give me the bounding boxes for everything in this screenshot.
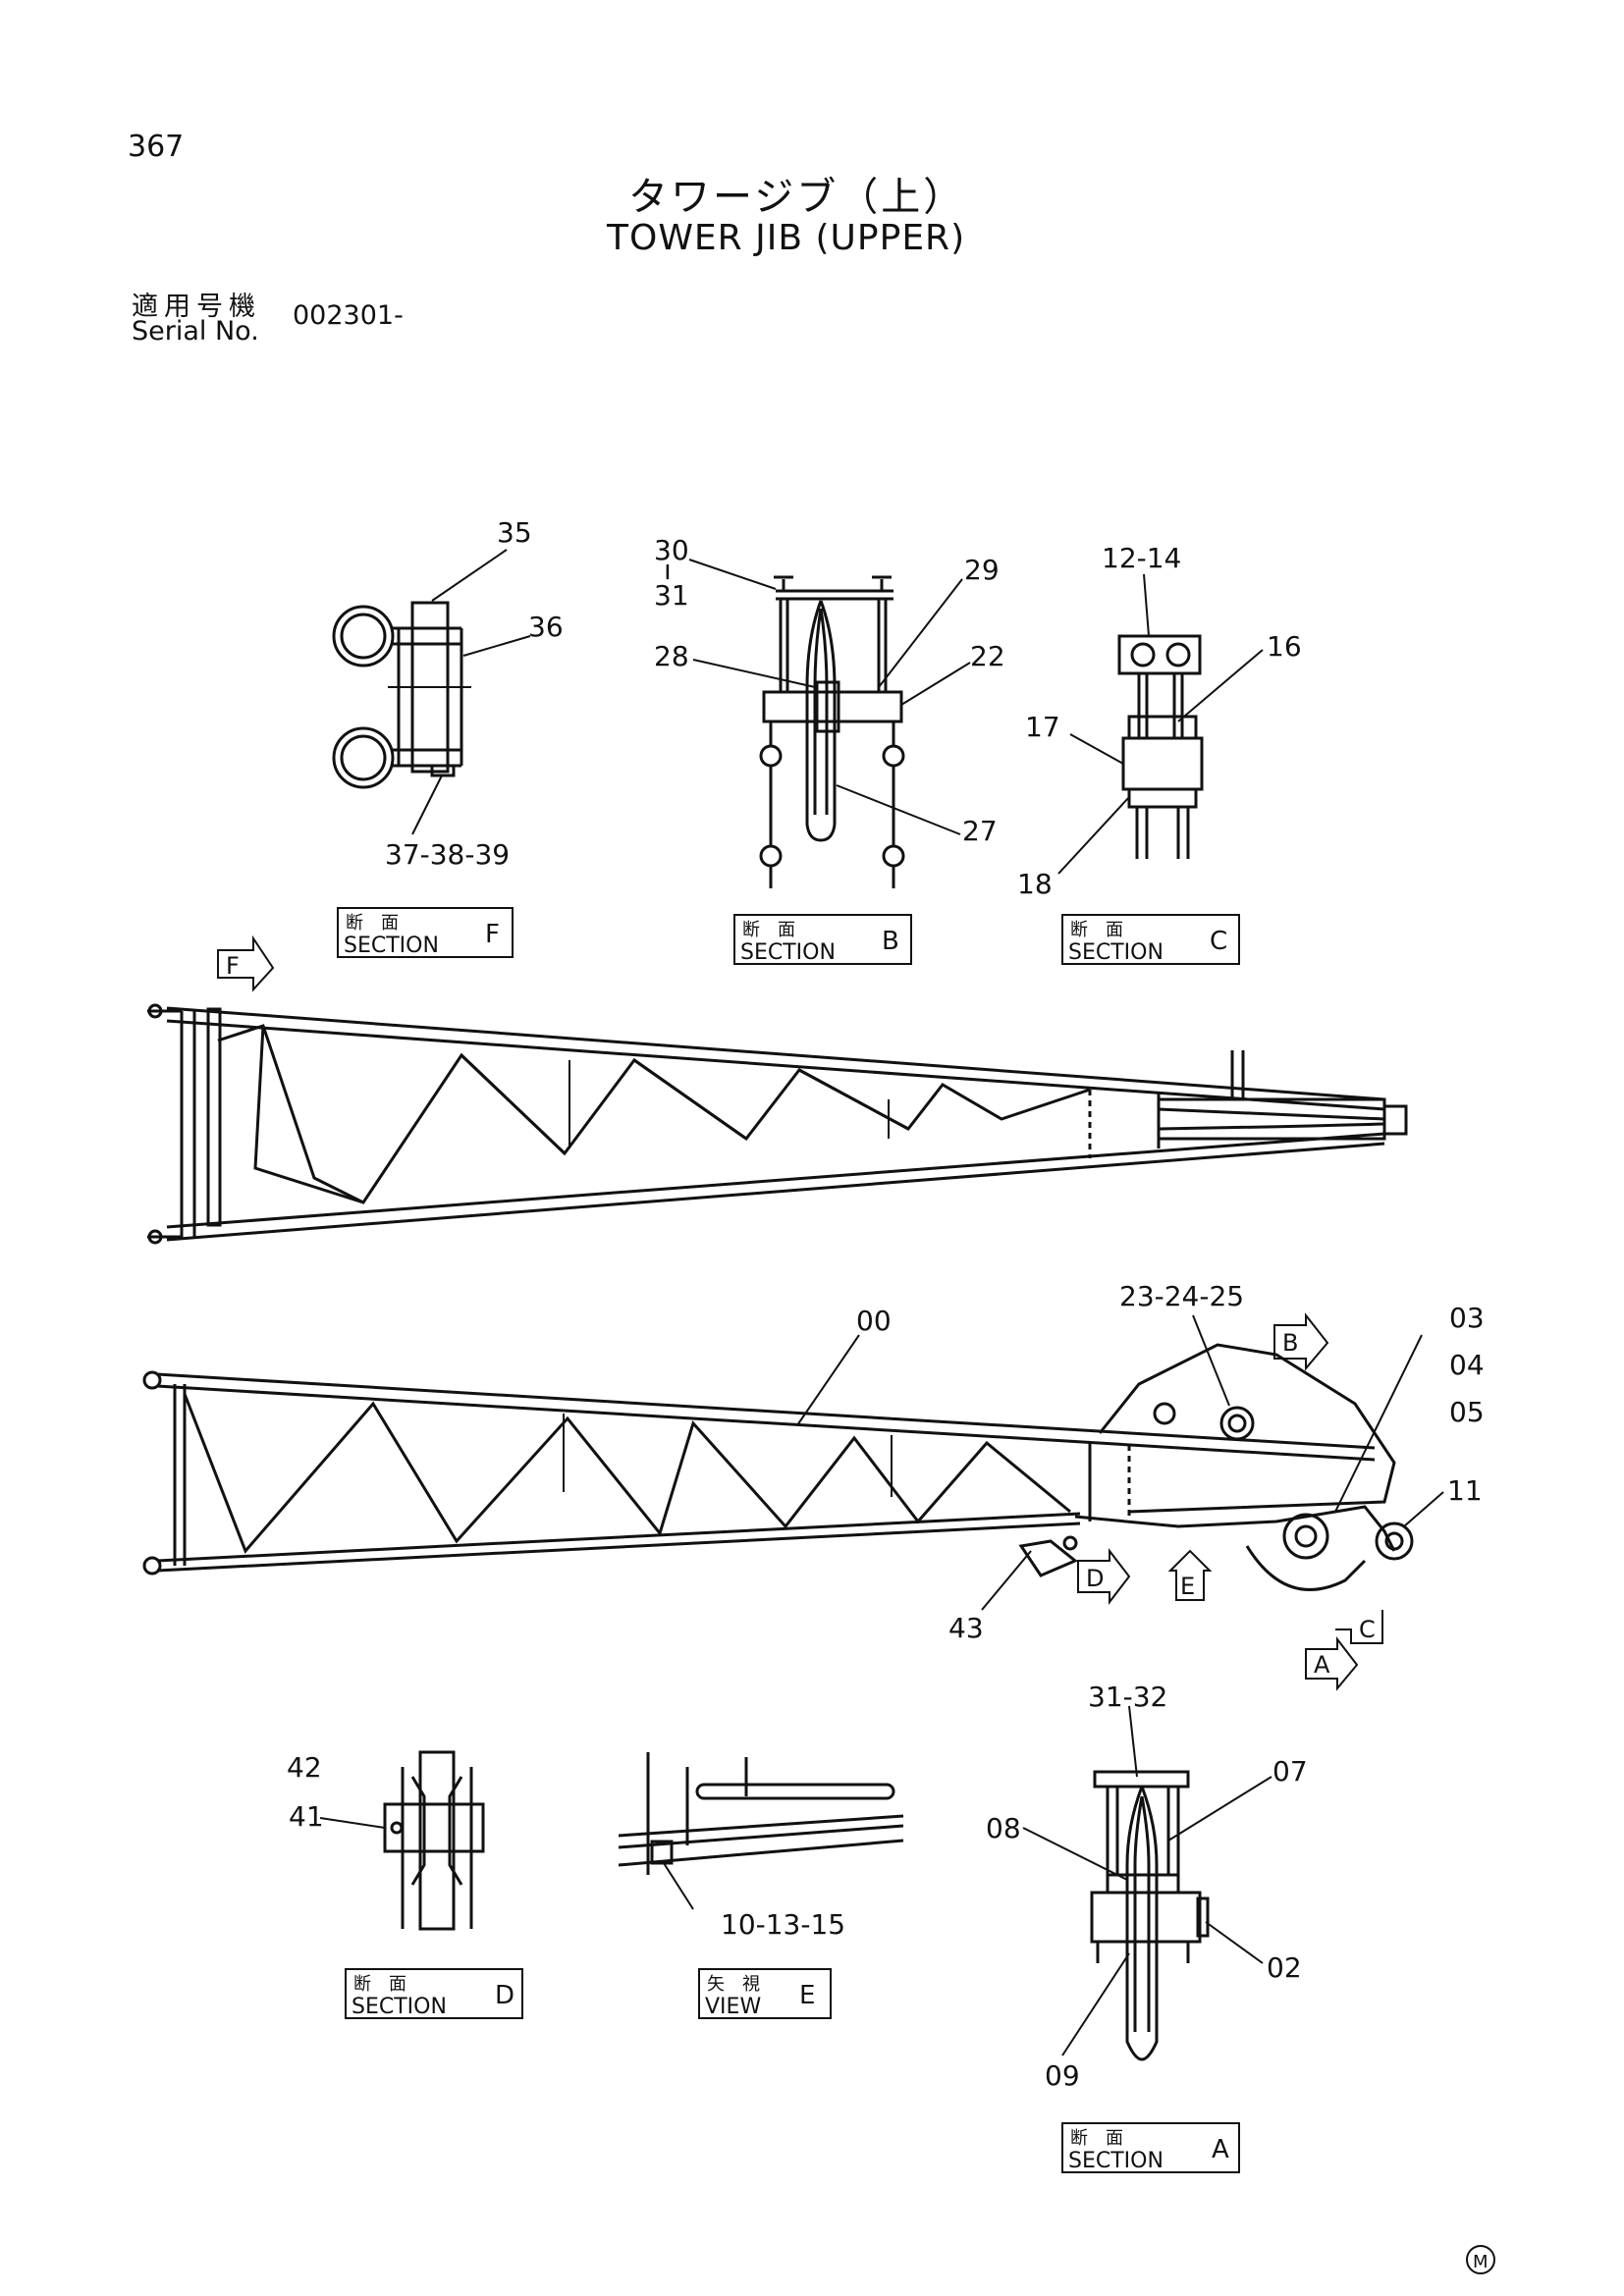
leader-37-39	[411, 774, 443, 835]
leader-31-32	[1128, 1705, 1138, 1778]
label-05: 05	[1449, 1396, 1485, 1428]
section-a-detail	[1090, 1770, 1210, 2061]
label-04: 04	[1449, 1349, 1485, 1381]
section-f-detail	[332, 601, 471, 789]
section-a-tag-jp: 断 面	[1070, 2128, 1123, 2149]
leader-07	[1167, 1776, 1272, 1842]
label-23-24-25: 23-24-25	[1119, 1280, 1244, 1312]
leader-12-14	[1143, 573, 1150, 637]
section-tag-boxes	[337, 907, 1240, 2173]
view-marker-b: B	[1282, 1329, 1298, 1357]
label-36: 36	[528, 611, 564, 643]
section-a-tag-en: SECTION	[1068, 2149, 1164, 2173]
label-43: 43	[948, 1612, 984, 1644]
label-29: 29	[964, 554, 1000, 586]
leader-30	[688, 559, 777, 590]
label-37-38-39: 37-38-39	[385, 838, 510, 871]
label-27: 27	[962, 815, 998, 847]
label-42: 42	[287, 1751, 322, 1784]
leader-43	[981, 1550, 1032, 1611]
serial-label-english: Serial No.	[132, 316, 259, 347]
view-e-detail	[618, 1752, 904, 1875]
leader-41-42	[319, 1817, 386, 1829]
section-c-tag-en: SECTION	[1068, 940, 1164, 965]
view-marker-c: C	[1359, 1616, 1376, 1643]
label-17: 17	[1025, 711, 1060, 743]
section-d-tag-letter: D	[495, 1981, 514, 2010]
label-03: 03	[1449, 1302, 1485, 1334]
section-b-tag-en: SECTION	[740, 940, 836, 965]
leader-08	[1022, 1827, 1128, 1881]
view-e-tag-jp: 矢 視	[707, 1974, 760, 1995]
leader-02	[1205, 1921, 1264, 1964]
title-english: TOWER JIB (UPPER)	[607, 218, 966, 258]
label-07: 07	[1272, 1755, 1308, 1788]
leader-36	[462, 635, 531, 657]
view-marker-a: A	[1314, 1651, 1330, 1679]
leader-28	[692, 659, 816, 688]
part-labels: 35 36 37-38-39 30 ı 31 29 28 22 27 12-14…	[287, 516, 1485, 2092]
label-31-32: 31-32	[1088, 1681, 1167, 1713]
label-11: 11	[1447, 1474, 1483, 1507]
section-f-tag-en: SECTION	[344, 934, 439, 958]
title-japanese: タワージブ（上）	[628, 175, 966, 220]
jib-side-view	[142, 1343, 1414, 1591]
section-a-tag-letter: A	[1212, 2135, 1229, 2164]
leader-22	[900, 662, 971, 706]
section-c-detail	[1117, 634, 1204, 859]
leader-03-05	[1334, 1334, 1423, 1513]
label-00: 00	[856, 1305, 892, 1337]
section-tag-texts: 断 面 SECTION F 断 面 SECTION B 断 面 SECTION …	[344, 913, 1229, 2173]
section-d-tag-jp: 断 面	[353, 1974, 406, 1995]
page-number: 367	[128, 130, 185, 164]
serial-label-japanese: 適用号機	[132, 292, 261, 322]
section-b-tag-letter: B	[882, 927, 899, 956]
section-c-tag-jp: 断 面	[1070, 920, 1123, 940]
label-09: 09	[1045, 2059, 1080, 2092]
leader-16	[1177, 649, 1264, 722]
leader-17	[1069, 733, 1124, 765]
view-marker-f: F	[226, 952, 240, 980]
view-marker-d: D	[1086, 1565, 1104, 1592]
leader-11	[1403, 1491, 1444, 1527]
view-e-tag-en: VIEW	[705, 1995, 761, 2019]
jib-top-view	[147, 1003, 1408, 1245]
footer-mark-circle	[1466, 2245, 1495, 2274]
serial-number-value: 002301-	[293, 300, 404, 331]
leader-10-15	[663, 1862, 694, 1910]
leader-29	[878, 578, 963, 688]
section-b-detail	[759, 575, 905, 888]
leader-18	[1057, 796, 1130, 875]
label-31: 31	[654, 579, 689, 612]
label-10-13-15: 10-13-15	[721, 1908, 845, 1941]
leader-35	[431, 549, 508, 602]
label-41: 41	[289, 1800, 324, 1833]
footer-mark: M	[1473, 2252, 1489, 2272]
leader-23-25	[1192, 1314, 1230, 1407]
label-35: 35	[497, 516, 532, 549]
view-marker-e: E	[1180, 1573, 1195, 1600]
leader-27	[836, 784, 961, 835]
view-marker-letters: F B D E C A	[226, 952, 1376, 1679]
section-f-tag-letter: F	[485, 920, 500, 949]
view-marker-shapes	[217, 934, 1383, 1691]
label-12-14: 12-14	[1102, 542, 1181, 574]
label-08: 08	[986, 1812, 1021, 1844]
section-f-tag-jp: 断 面	[346, 913, 399, 934]
section-b-tag-jp: 断 面	[742, 920, 795, 940]
label-02: 02	[1267, 1951, 1302, 1984]
label-30-31-dash: ı	[664, 554, 672, 586]
label-30: 30	[654, 534, 689, 566]
leader-09	[1061, 1952, 1130, 2056]
section-c-tag-letter: C	[1210, 927, 1227, 956]
section-d-tag-en: SECTION	[352, 1995, 447, 2019]
label-28: 28	[654, 640, 689, 672]
view-e-tag-letter: E	[799, 1981, 815, 2010]
section-d-detail	[383, 1750, 485, 1931]
label-18: 18	[1017, 868, 1053, 900]
leader-00	[796, 1334, 860, 1426]
label-22: 22	[970, 640, 1005, 672]
label-16: 16	[1267, 630, 1302, 663]
